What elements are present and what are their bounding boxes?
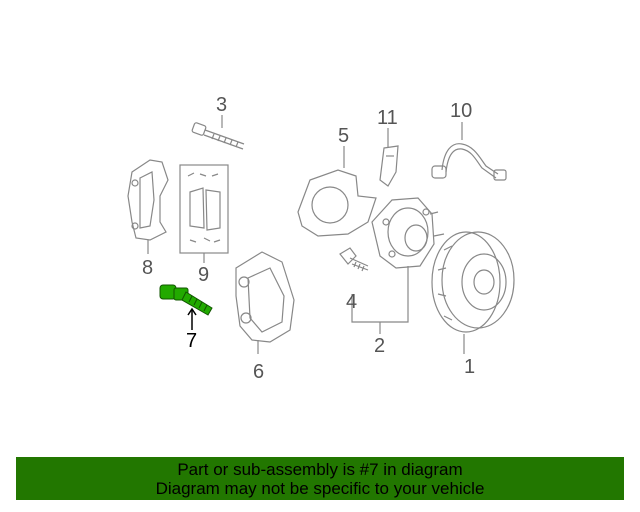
leader-7 <box>187 307 197 330</box>
part-8-bracket[interactable] <box>127 159 169 241</box>
callout-1[interactable]: 1 <box>464 356 476 378</box>
part-9-pad-kit[interactable] <box>179 164 229 254</box>
callout-10[interactable]: 10 <box>450 100 473 122</box>
callout-4[interactable]: 4 <box>346 291 358 313</box>
callout-6[interactable]: 6 <box>253 361 265 383</box>
part-11-clip[interactable] <box>379 145 399 187</box>
callout-8[interactable]: 8 <box>142 257 154 279</box>
part-6-caliper[interactable] <box>235 251 295 343</box>
callout-7[interactable]: 7 <box>186 330 198 352</box>
banner-line-2: Diagram may not be specific to your vehi… <box>155 479 485 498</box>
callout-9[interactable]: 9 <box>198 264 210 286</box>
banner-line-1: Part or sub-assembly is #7 in diagram <box>177 460 463 479</box>
part-4-stud[interactable] <box>339 247 369 272</box>
part-10-sensor-wire[interactable] <box>431 143 507 181</box>
callout-2[interactable]: 2 <box>374 335 386 357</box>
leader-2-4 <box>351 266 409 323</box>
part-3-bolt[interactable] <box>191 122 245 150</box>
callout-5[interactable]: 5 <box>338 125 350 147</box>
part-7-bleeder-screw[interactable] <box>159 284 213 316</box>
callout-3[interactable]: 3 <box>216 94 228 116</box>
part-2-hub[interactable] <box>371 197 445 269</box>
part-5-shield[interactable] <box>297 169 377 237</box>
part-1-rotor[interactable] <box>431 231 515 333</box>
info-banner: Part or sub-assembly is #7 in diagram Di… <box>16 457 624 500</box>
callout-11[interactable]: 11 <box>377 107 398 129</box>
